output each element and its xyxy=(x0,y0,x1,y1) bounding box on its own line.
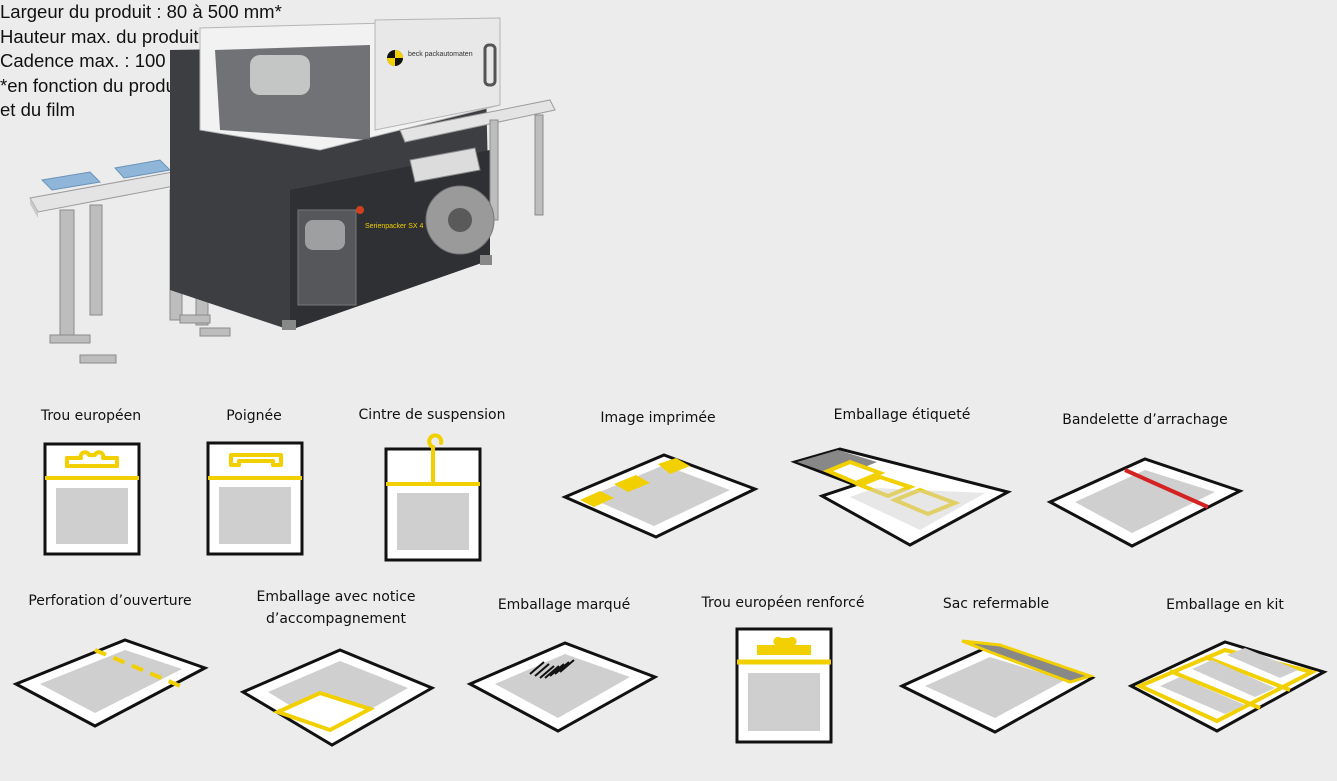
euro-hole-package-icon xyxy=(43,442,141,556)
label-sac-refermable: Sac refermable xyxy=(942,596,1050,612)
kit-package-icon xyxy=(1127,640,1328,733)
label-cintre: Cintre de suspension xyxy=(358,407,506,423)
marked-package-icon xyxy=(466,641,659,733)
hanger-package-icon xyxy=(384,433,482,562)
machine-brand-text: beck packautomaten xyxy=(408,51,473,58)
barcode-icon xyxy=(529,659,575,679)
label-image-imprimee: Image imprimée xyxy=(600,410,716,426)
labeled-package-icon xyxy=(790,447,1013,547)
label-poignee: Poignée xyxy=(226,408,282,424)
spec-width: Largeur du produit : 80 à 500 mm* xyxy=(0,1,282,22)
printed-image-package-icon xyxy=(561,453,759,539)
handle-package-icon xyxy=(206,441,304,556)
resealable-bag-icon xyxy=(898,639,1096,734)
label-trou-europeen: Trou européen xyxy=(40,408,142,424)
label-notice-line1: Emballage avec notice xyxy=(256,589,416,605)
label-bandelette: Bandelette d’arrachage xyxy=(1062,412,1228,428)
label-trou-renforce: Trou européen renforcé xyxy=(701,595,865,611)
tear-strip-package-icon xyxy=(1046,457,1244,548)
packaging-machine-image: beck packautomaten Serienpacker SX 4 xyxy=(29,17,556,364)
opening-perforation-package-icon xyxy=(12,638,209,728)
label-kit: Emballage en kit xyxy=(1166,597,1284,613)
label-emballage-etiquete: Emballage étiqueté xyxy=(833,407,971,423)
machine-model-text: Serienpacker SX 4 xyxy=(365,223,423,230)
reinforced-euro-hole-package-icon xyxy=(735,627,833,744)
label-perforation: Perforation d’ouverture xyxy=(28,593,192,609)
spec-footnote-cont: et du film xyxy=(0,99,76,120)
label-marque: Emballage marqué xyxy=(497,597,631,613)
label-notice-line2: d’accompagnement xyxy=(266,611,406,627)
instruction-leaflet-package-icon xyxy=(239,648,436,747)
